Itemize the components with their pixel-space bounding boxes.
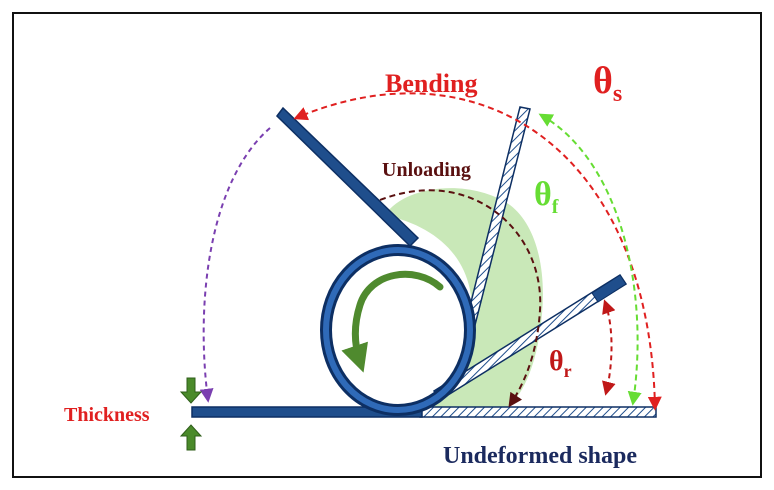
theta-f-symbol: θ xyxy=(534,176,552,213)
undeformed-shape-label: Undeformed shape xyxy=(443,443,637,469)
theta-r-label: θr xyxy=(549,346,572,381)
unloading-label: Unloading xyxy=(382,159,471,181)
theta-s-symbol: θ xyxy=(593,60,613,102)
bending-label: Bending xyxy=(385,69,478,98)
theta-r-arc xyxy=(602,299,616,396)
theta-r-subscript: r xyxy=(564,361,572,381)
theta-r-symbol: θ xyxy=(549,346,564,377)
thickness-label: Thickness xyxy=(64,404,150,426)
undeformed-strip-hatched xyxy=(419,406,657,418)
theta-f-arc xyxy=(538,113,642,406)
thickness-arrows-icon xyxy=(179,377,203,451)
theta-s-subscript: s xyxy=(613,81,622,107)
unloading-arc xyxy=(379,189,542,408)
theta-f-label: θf xyxy=(534,176,559,218)
purple-bend-arc xyxy=(199,127,271,403)
theta-f-subscript: f xyxy=(552,196,559,218)
theta-s-label: θs xyxy=(593,60,622,107)
